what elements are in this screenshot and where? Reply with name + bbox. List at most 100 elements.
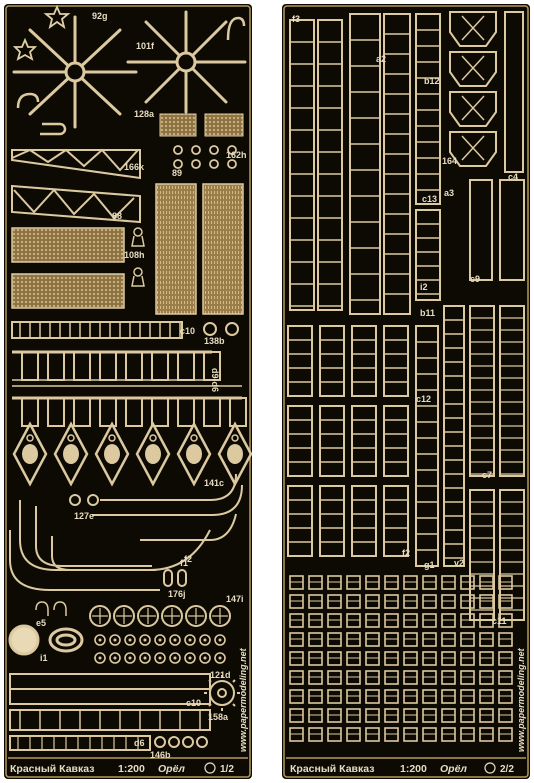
- tall-ladder-frame: [383, 13, 411, 315]
- part-label-127e: 127e: [74, 511, 94, 521]
- part-label-f2: f2: [402, 548, 410, 558]
- sheet-2-frame: [283, 5, 529, 778]
- grill-89: [155, 183, 244, 315]
- sheet-1-footer-scale: 1:200: [118, 763, 145, 775]
- key-hole-parts: [131, 227, 145, 287]
- diamond-hole: [231, 434, 239, 442]
- part-label-138b: 138b: [204, 336, 225, 346]
- rivet-center: [128, 656, 132, 660]
- tall-ladders-f3: [289, 13, 441, 315]
- part-label-f1: f1: [180, 558, 188, 568]
- rivet-center: [128, 638, 132, 642]
- part-label-158a: 158a: [208, 712, 229, 722]
- part-label-e5: e5: [36, 618, 46, 628]
- gear-121d: [204, 675, 240, 711]
- hooks-e5: [35, 601, 67, 616]
- comb-tooth: [47, 397, 65, 427]
- rivet-center: [188, 656, 192, 660]
- diamond-outline: [12, 421, 48, 487]
- tall-ladder-frame: [415, 209, 441, 301]
- shield-cross: [461, 135, 485, 161]
- rivet-disc: [154, 634, 166, 646]
- sheet-2-logo: [484, 762, 496, 774]
- rivet-disc: [199, 634, 211, 646]
- rivet-disc: [214, 634, 226, 646]
- part-label-d9-d6: d9-d6: [210, 368, 220, 392]
- diamond-core: [227, 444, 243, 464]
- ring-162h: [227, 145, 237, 155]
- diamond-hole: [67, 434, 75, 442]
- rivet-disc: [184, 652, 196, 664]
- part-label-d6: d6: [134, 738, 145, 748]
- part-label-92g: 92g: [92, 11, 108, 21]
- part-label-c4: c4: [508, 172, 518, 182]
- rivet-disc: [184, 634, 196, 646]
- rivet-disc: [169, 652, 181, 664]
- mid-ladder-frame: [351, 485, 377, 557]
- mid-ladder-frame: [287, 485, 313, 557]
- spoked-wheel-left: [12, 15, 138, 129]
- rivet-center: [173, 638, 177, 642]
- sheet-1-part-labels: 92g101f128a162h166k8988108hc10138bd9-d61…: [36, 11, 247, 760]
- ring-162h: [173, 145, 183, 155]
- rivet-disc: [154, 652, 166, 664]
- diamond-core: [104, 444, 120, 464]
- sheet-2-footer-name: Красный Кавказ: [290, 763, 374, 775]
- rivet-center: [98, 656, 102, 660]
- sheet-2-footer-brand: Орёл: [440, 763, 467, 775]
- sheet-1-logo: [204, 762, 216, 774]
- diamond-hole: [149, 434, 157, 442]
- tall-ladder-frame: [289, 19, 315, 311]
- rivet-discs: [94, 634, 226, 664]
- ring-162h: [191, 159, 201, 169]
- diamond-parts-141c: [12, 421, 253, 487]
- ring-162h: [173, 159, 183, 169]
- shield-outline: [449, 11, 497, 47]
- sheet-2-background: [282, 4, 530, 779]
- part-label-166k: 166k: [124, 162, 145, 172]
- sheet-1-fret: Красный Кавказ 1:200 Орёл 1/2 www.paperm…: [4, 4, 253, 779]
- part-label-162h: 162h: [226, 150, 247, 160]
- comb-tooth: [73, 397, 91, 427]
- part-label-c7: c7: [482, 470, 492, 480]
- ladders-c12: [287, 305, 465, 567]
- rivet-center: [218, 638, 222, 642]
- ring-162h: [209, 145, 219, 155]
- part-label-c10: c10: [186, 698, 201, 708]
- comb-tooth: [177, 397, 195, 427]
- part-label-g1: g1: [424, 560, 435, 570]
- comb-tooth: [229, 397, 247, 427]
- rivet-disc: [214, 652, 226, 664]
- tall-ladder-frame: [415, 13, 441, 205]
- hook-parts: [16, 16, 246, 136]
- sheet-2-footer-scale: 1:200: [400, 763, 427, 775]
- part-label-164: 164: [442, 156, 457, 166]
- part-label-141c: 141c: [204, 478, 224, 488]
- sheet-2-fret: Красный Кавказ 1:200 Орёл 2/2 www.paperm…: [282, 4, 530, 779]
- tall-ladder-frame: [317, 19, 343, 311]
- mid-ladder-frame: [351, 325, 377, 397]
- sheet-1-footer-page: 1/2: [220, 764, 234, 775]
- diamond-outline: [94, 421, 130, 487]
- diamond-outline: [53, 421, 89, 487]
- rivet-disc: [139, 634, 151, 646]
- ladder-c10: [11, 321, 183, 339]
- hatch-disc: [185, 605, 207, 627]
- truss-166k: [11, 148, 141, 224]
- part-label-88: 88: [112, 211, 122, 221]
- star-parts: [12, 4, 71, 61]
- part-label-b12: b12: [424, 76, 440, 86]
- part-label-c13: c13: [422, 194, 437, 204]
- mesh-panels-108h: [11, 227, 125, 309]
- part-label-c10: c10: [180, 326, 195, 336]
- shield-cross: [461, 15, 485, 41]
- part-label-c11: c11: [492, 616, 507, 626]
- diamond-core: [22, 444, 38, 464]
- rivet-center: [173, 656, 177, 660]
- diamond-hole: [108, 434, 116, 442]
- diamond-hole: [26, 434, 34, 442]
- links-f1: [163, 569, 187, 587]
- part-label-a3: a3: [444, 188, 454, 198]
- hatch-disc: [137, 605, 159, 627]
